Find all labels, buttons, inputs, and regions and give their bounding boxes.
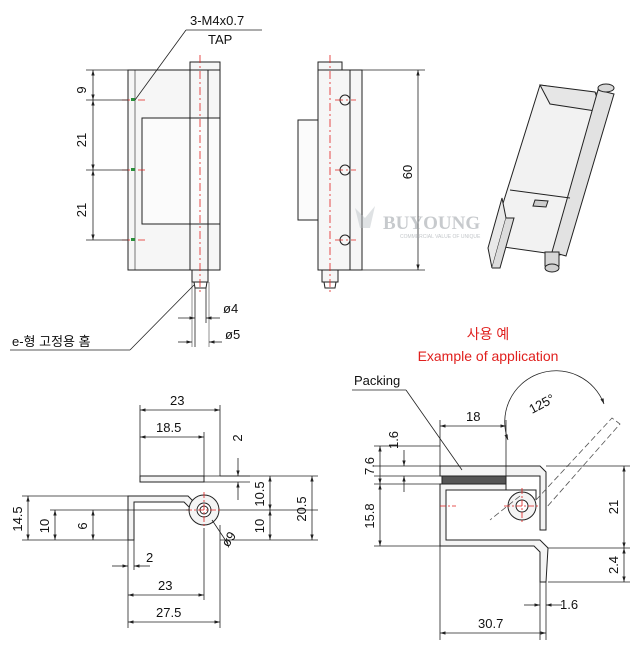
dim-phi4: ø4 <box>223 301 238 316</box>
dim-15-8: 15.8 <box>362 503 377 528</box>
dim-23-top: 23 <box>170 393 184 408</box>
dim-phi9: ø9 <box>218 529 239 550</box>
application-dimensions <box>352 370 630 640</box>
dim-10-left: 10 <box>37 519 52 533</box>
front-tap-dots <box>131 98 135 241</box>
application-open-ghost <box>489 417 621 521</box>
dim-phi5: ø5 <box>225 327 240 342</box>
dim-7-6: 7.6 <box>362 457 377 475</box>
dim-10-5: 10.5 <box>252 481 267 506</box>
plan-center-lines <box>186 492 222 528</box>
dim-27-5: 27.5 <box>156 605 181 620</box>
dim-20-5: 20.5 <box>294 496 309 521</box>
plan-dimensions <box>22 405 318 628</box>
groove-label: e-형 고정용 홈 <box>12 334 91 349</box>
isometric-view <box>487 83 615 273</box>
dim-2-4: 2.4 <box>606 556 621 574</box>
dim-1-6-top: 1.6 <box>386 431 401 449</box>
dim-18: 18 <box>466 409 480 424</box>
packing-label: Packing <box>354 373 400 388</box>
dim-1-6-bottom: 1.6 <box>560 597 578 612</box>
tap-label-2: TAP <box>208 32 232 47</box>
dim-10-right: 10 <box>252 519 267 533</box>
dim-30-7: 30.7 <box>478 616 503 631</box>
application-center-lines <box>440 488 540 524</box>
tap-leader <box>134 29 262 101</box>
dim-2-bottom: 2 <box>146 550 153 565</box>
dim-14-5: 14.5 <box>10 506 25 531</box>
watermark-brand: BUYOUNG <box>383 213 480 234</box>
plan-view <box>127 475 220 541</box>
dim-21-lower: 21 <box>74 203 89 217</box>
tap-label-1: 3-M4x0.7 <box>190 13 244 28</box>
side-center-lines <box>329 55 356 295</box>
side-height-dim <box>362 69 425 271</box>
dim-6: 6 <box>75 522 90 529</box>
dim-21-app: 21 <box>606 500 621 514</box>
application-view <box>439 465 549 583</box>
dim-18-5: 18.5 <box>156 420 181 435</box>
front-view <box>127 61 221 289</box>
groove-leader <box>10 284 195 351</box>
dim-21-upper: 21 <box>74 133 89 147</box>
watermark: BUYOUNG COMMERCIAL VALUE OF UNIQUE <box>355 206 481 240</box>
dim-60: 60 <box>400 165 415 179</box>
application-title-kr: 사용 예 <box>467 326 510 342</box>
dim-23-bottom: 23 <box>158 578 172 593</box>
dim-9: 9 <box>74 86 89 93</box>
watermark-tagline: COMMERCIAL VALUE OF UNIQUE <box>400 234 481 240</box>
front-dimension-chain <box>86 69 128 241</box>
dim-2-right: 2 <box>230 434 245 441</box>
dim-125: 125° <box>526 391 557 417</box>
pin-dimensions <box>178 282 222 347</box>
application-title-en: Example of application <box>418 348 559 364</box>
side-view <box>297 61 363 289</box>
